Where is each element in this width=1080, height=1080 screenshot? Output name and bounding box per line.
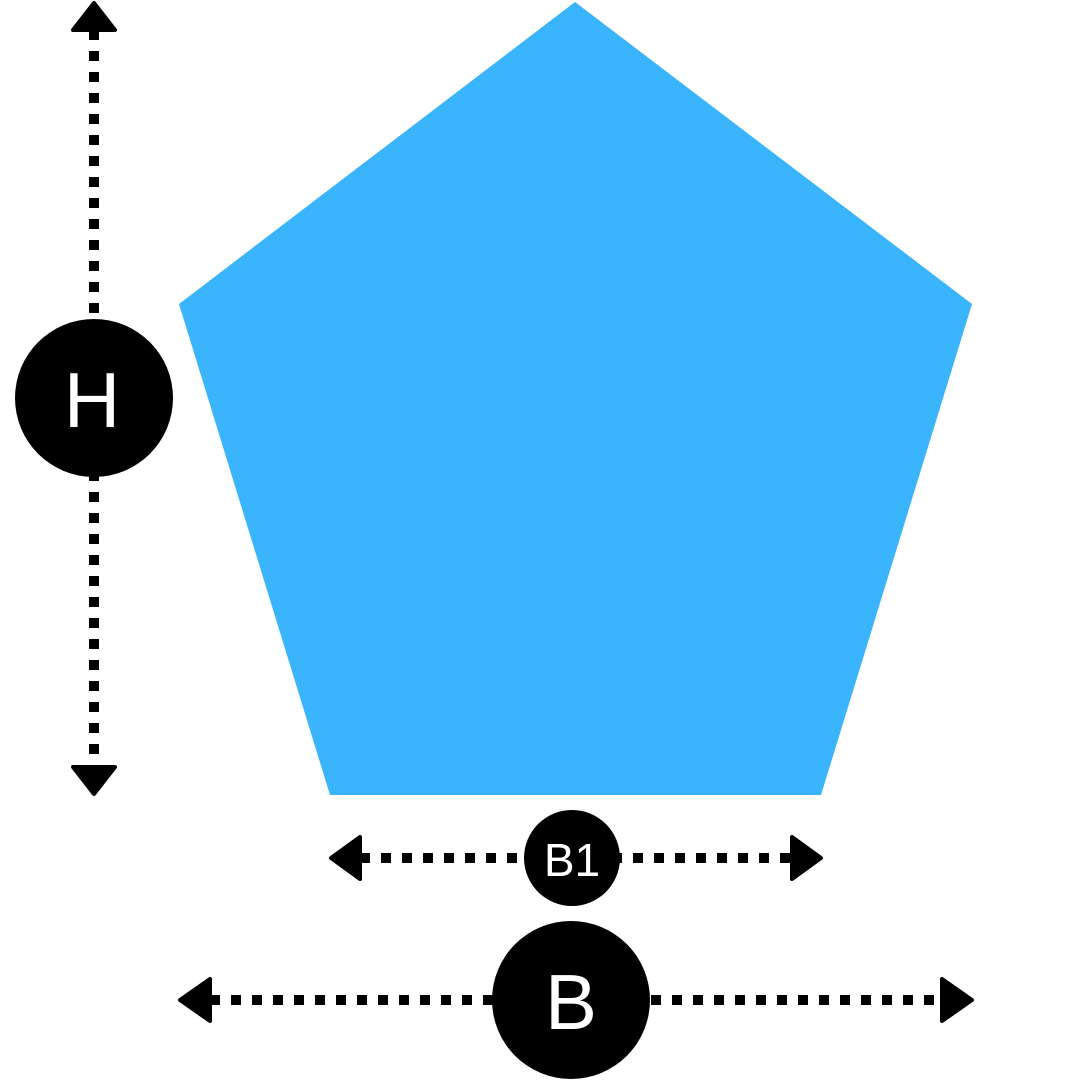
base-bottom-label-badge [492, 921, 650, 1079]
base-top-label: B1 [544, 834, 600, 886]
height-arrow-top-icon [71, 1, 117, 32]
pentagon-shape [179, 2, 972, 795]
height-label-badge [15, 319, 173, 477]
base-bottom-arrow-right-icon [940, 977, 974, 1023]
base-top-arrow-left-icon [329, 835, 362, 881]
height-label: H [64, 356, 120, 444]
height-dimension: H [15, 1, 173, 796]
base-top-label-badge [524, 810, 620, 906]
base-bottom-label: B [545, 958, 597, 1046]
base-top-arrow-right-icon [790, 835, 823, 881]
height-arrow-bottom-icon [71, 765, 117, 796]
base-top-dimension: B1 [329, 810, 823, 906]
base-bottom-dimension: B [178, 921, 974, 1079]
base-bottom-arrow-left-icon [178, 977, 212, 1023]
